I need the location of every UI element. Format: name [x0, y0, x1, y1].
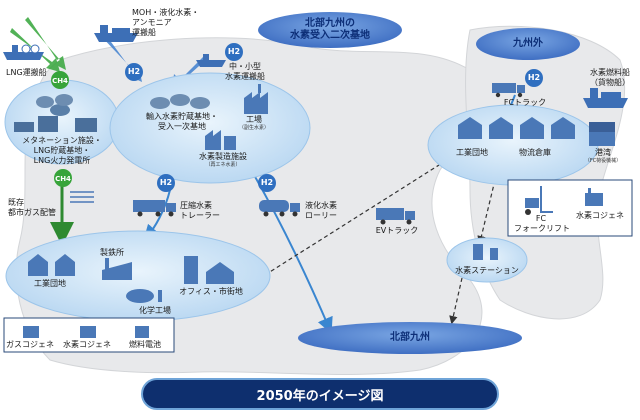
badge-h2-trailer: [157, 174, 175, 192]
steelworks-label: 製鉄所: [100, 248, 124, 257]
footer-banner: 2050年のイメージ図: [141, 378, 499, 410]
office-label: オフィス・市街地: [179, 287, 243, 296]
region-north-kyushu-secondary-title: 北部九州の 水素受入二次基地: [290, 18, 370, 41]
bubble-industrial-right: [427, 104, 599, 186]
industrial-park-right-label: 工業団地: [456, 148, 488, 157]
chemical-plant-icon: [126, 289, 162, 303]
factory-label: 工場 （副生水素）: [238, 115, 269, 131]
badge-ch4-top: [51, 71, 69, 89]
fc-forklift-label: FC フォークリフト: [514, 214, 570, 233]
small-ship-label: 中・小型 水素運搬船: [225, 62, 265, 81]
region-north-kyushu: [298, 322, 522, 354]
warehouse-row-icon: [458, 117, 575, 139]
logistics-label: 物流倉庫: [519, 148, 551, 157]
office-icon: [184, 256, 234, 284]
lng-tanks-icon: [36, 94, 73, 108]
badge-ch4-mid-label: CH4: [55, 175, 71, 183]
truck-icon-fc: [492, 83, 525, 98]
badge-h2-lorry-label: H2: [260, 178, 274, 187]
cogene-right-icon: [585, 188, 603, 206]
fuel-cargo-label: 水素燃料船 （貨物船）: [590, 68, 630, 87]
methanation-label: メタネーション施設・ LNG貯蔵基地・ LNG火力発電所: [22, 136, 102, 165]
moh-ship-label: MOH・液化水素・ アンモニア 運搬船: [132, 8, 200, 37]
industrial-park-left-icon: [28, 254, 75, 276]
badge-h2-fc-label: H2: [527, 73, 541, 82]
port-label: 港湾 （FC荷役機械）: [584, 148, 622, 164]
h2-station-icon: [473, 244, 498, 260]
forklift-icon: [525, 186, 553, 215]
badge-h2-small-ship: [225, 43, 243, 61]
badge-ch4-top-label: CH4: [52, 77, 68, 85]
ship-icon-moh: [94, 25, 138, 42]
incoming-ship-arrows: [10, 17, 66, 72]
industrial-park-left-label: 工業団地: [34, 279, 66, 288]
badge-h2-ship: [125, 63, 143, 81]
steelworks-icon: [102, 258, 132, 280]
ship-icon-small: [196, 54, 226, 67]
region-outside-kyushu: [476, 28, 580, 60]
port-icon: [589, 122, 615, 146]
badge-h2-ship-label: H2: [127, 67, 141, 76]
dashed-link-north: [449, 277, 463, 325]
fuel-cell-label: 燃料電池: [129, 340, 161, 349]
badge-h2-trailer-label: H2: [159, 178, 173, 187]
existing-gas-label: 既存 都市ガス配管: [8, 198, 56, 217]
truck-icon-lorry: [259, 200, 300, 217]
production-facility-icon: [205, 130, 236, 150]
power-devices-icons: [23, 326, 149, 338]
bubble-h2-station: [446, 237, 528, 283]
methanation-facility-icon: [14, 104, 97, 132]
region-north-kyushu-title: 北部九州: [390, 332, 430, 343]
fc-truck-label: FCトラック: [503, 98, 547, 107]
chemical-label: 化学工場: [139, 306, 171, 315]
badge-h2-lorry: [258, 174, 276, 192]
ship-icon-cargo: [583, 88, 628, 108]
h2-cogene-right-label: 水素コジェネ: [576, 211, 624, 220]
gas-pipes-icon: [70, 191, 94, 203]
dashed-link-ev: [264, 158, 450, 276]
region-outside-kyushu-title: 九州外: [513, 38, 543, 49]
lng-ship-label: LNG運搬船: [6, 68, 47, 77]
import-base-label: 輸入水素貯蔵基地・ 受入一次基地: [146, 112, 218, 131]
truck-icon-tube-trailer: [133, 200, 176, 217]
badge-ch4-mid: [54, 169, 72, 187]
storage-tanks-icon: [150, 94, 210, 109]
badge-h2-fc: [525, 69, 543, 87]
production-label: 水素製造施設 （再エネ水素）: [199, 152, 247, 168]
ev-truck-label: EVトラック: [375, 226, 419, 235]
footer-title: 2050年のイメージ図: [256, 388, 384, 404]
h2-cogene-left-label: 水素コジェネ: [63, 340, 111, 349]
lorry-label: 液化水素 ローリー: [305, 201, 337, 220]
dashed-link-station: [477, 179, 496, 245]
ship-icon-lng: [3, 44, 44, 60]
tube-trailer-label: 圧縮水素 トレーラー: [180, 201, 220, 220]
gas-cogene-label: ガスコジェネ: [6, 340, 54, 349]
badge-h2-small-ship-label: H2: [227, 47, 241, 56]
truck-icon-ev: [376, 208, 415, 225]
h2-station-label: 水素ステーション: [455, 266, 519, 275]
factory-icon-top: [244, 84, 268, 114]
region-north-kyushu-secondary: [258, 12, 402, 48]
